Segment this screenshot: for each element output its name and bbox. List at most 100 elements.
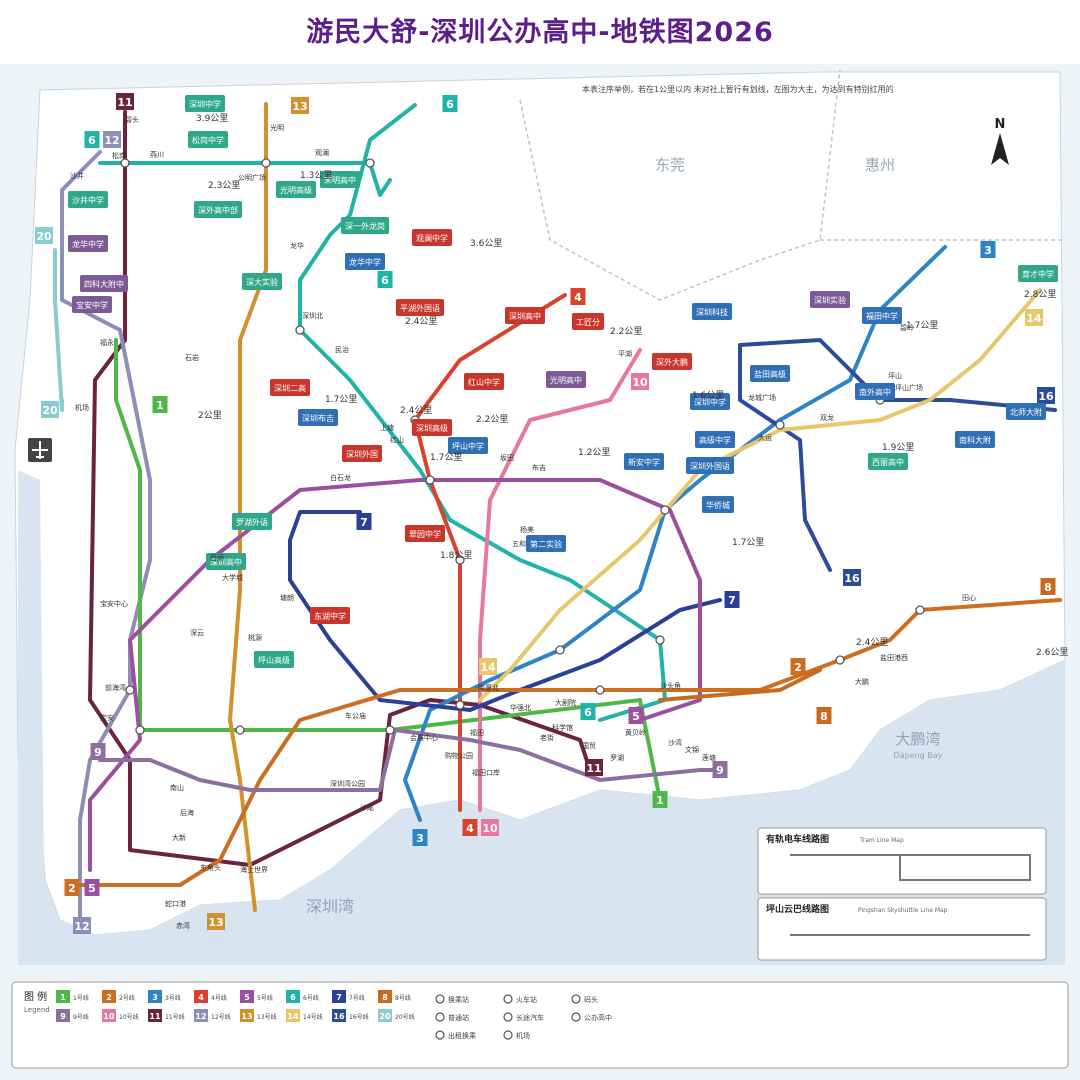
school-box[interactable]: 高级中学	[695, 431, 735, 448]
station-name[interactable]: 大运	[758, 433, 772, 442]
station-name[interactable]: 前海湾	[105, 683, 126, 692]
school-box[interactable]: 工匠分	[572, 313, 604, 330]
station-name[interactable]: 布吉	[532, 463, 546, 472]
station-name[interactable]: 华强北	[510, 703, 531, 712]
school-box[interactable]: 新安中学	[624, 453, 664, 470]
station-name[interactable]: 沙湾	[668, 738, 682, 747]
station-marker[interactable]	[365, 158, 375, 168]
station-name[interactable]: 南山	[170, 783, 184, 792]
station-name[interactable]: 老街	[540, 733, 554, 742]
station-name[interactable]: 坪山广场	[895, 383, 923, 392]
school-box[interactable]: 南外高中	[855, 383, 895, 400]
station-name[interactable]: 福田口岸	[472, 768, 500, 777]
station-marker[interactable]	[915, 605, 925, 615]
school-box[interactable]: 育才中学	[1018, 265, 1058, 282]
station-name[interactable]: 杨美	[520, 525, 534, 534]
station-name[interactable]: 石岩	[185, 353, 199, 362]
school-box[interactable]: 深圳高中	[206, 553, 246, 570]
station-marker[interactable]	[385, 725, 395, 735]
station-name[interactable]: 光明	[270, 123, 284, 132]
station-marker[interactable]	[660, 505, 670, 515]
station-marker[interactable]	[455, 555, 465, 565]
school-box[interactable]: 深外大鹏	[652, 353, 692, 370]
school-box[interactable]: 罗湖外语	[232, 513, 272, 530]
station-name[interactable]: 车公庙	[345, 711, 366, 720]
station-name[interactable]: 大新	[172, 833, 186, 842]
station-marker[interactable]	[655, 635, 665, 645]
school-box[interactable]: 坪山中学	[448, 437, 488, 454]
station-name[interactable]: 大剧院	[555, 698, 576, 707]
school-box[interactable]: 深圳二高	[270, 379, 310, 396]
station-name[interactable]: 公明广场	[238, 173, 266, 182]
school-box[interactable]: 四科大附中	[80, 275, 128, 292]
school-box[interactable]: 深圳外国语	[686, 457, 734, 474]
station-name[interactable]: 坪山	[888, 371, 902, 380]
school-box[interactable]: 深圳高中	[505, 307, 545, 324]
station-marker[interactable]	[235, 725, 245, 735]
school-box[interactable]: 红山中学	[464, 373, 504, 390]
station-name[interactable]: 机场	[75, 403, 89, 412]
station-name[interactable]: 罗湖	[610, 753, 624, 762]
station-name[interactable]: 盐田港西	[880, 653, 908, 662]
school-box[interactable]: 北师大附	[1006, 403, 1046, 420]
station-name[interactable]: 国贸	[582, 741, 596, 750]
school-box[interactable]: 深一外龙岗	[341, 217, 389, 234]
station-marker[interactable]	[595, 685, 605, 695]
station-name[interactable]: 福田	[470, 728, 484, 737]
station-name[interactable]: 深圳北	[302, 311, 323, 320]
station-name[interactable]: 民治	[335, 345, 349, 354]
station-marker[interactable]	[425, 475, 435, 485]
station-name[interactable]: 田心	[962, 594, 976, 602]
station-marker[interactable]	[125, 685, 135, 695]
station-name[interactable]: 科学馆	[552, 723, 573, 732]
school-box[interactable]: 南科大附	[955, 431, 995, 448]
station-name[interactable]: 岗厦北	[478, 684, 499, 692]
station-name[interactable]: 黄贝岭	[625, 728, 646, 737]
station-name[interactable]: 大鹏	[855, 677, 869, 686]
station-name[interactable]: 蛇口港	[165, 899, 186, 908]
station-name[interactable]: 文锦	[685, 745, 699, 754]
school-box[interactable]: 宝安中学	[72, 296, 112, 313]
station-name[interactable]: 龙城广场	[748, 393, 776, 402]
station-name[interactable]: 购物公园	[445, 751, 473, 760]
station-name[interactable]: 白石龙	[330, 473, 351, 482]
school-box[interactable]: 光明高级	[276, 181, 316, 198]
station-name[interactable]: 沙尾	[360, 804, 374, 812]
school-box[interactable]: 福田中学	[862, 307, 902, 324]
station-name[interactable]: 平湖	[618, 349, 632, 358]
station-marker[interactable]	[555, 645, 565, 655]
station-marker[interactable]	[261, 158, 271, 168]
station-name[interactable]: 赤湾	[176, 921, 190, 930]
station-name[interactable]: 沙头角	[660, 681, 681, 690]
school-box[interactable]: 宋明高中	[320, 171, 360, 188]
station-name[interactable]: 上塘	[380, 423, 394, 432]
station-name[interactable]: 沙井	[70, 171, 84, 180]
school-box[interactable]: 深圳布吉	[298, 409, 338, 426]
school-box[interactable]: 观澜中学	[412, 229, 452, 246]
station-name[interactable]: 塘朗	[280, 593, 294, 602]
station-name[interactable]: 红山	[390, 435, 404, 444]
station-marker[interactable]	[295, 325, 305, 335]
school-box[interactable]: 光明高中	[546, 371, 586, 388]
station-name[interactable]: 桃源	[248, 633, 262, 642]
school-box[interactable]: 深大实验	[242, 273, 282, 290]
station-name[interactable]: 松岗	[112, 151, 126, 160]
station-name[interactable]: 大学城	[222, 573, 243, 582]
school-box[interactable]: 西丽高中	[868, 453, 908, 470]
school-box[interactable]: 平湖外国语	[396, 299, 444, 316]
station-name[interactable]: 宝安	[100, 713, 114, 722]
station-name[interactable]: 坂田	[500, 453, 514, 462]
station-name[interactable]: 东角头	[200, 863, 221, 872]
school-box[interactable]: 深圳中学	[185, 95, 225, 112]
station-name[interactable]: 莲塘	[702, 753, 716, 762]
station-name[interactable]: 西丽	[210, 554, 224, 562]
school-box[interactable]: 深圳外国	[342, 445, 382, 462]
station-marker[interactable]	[835, 655, 845, 665]
station-name[interactable]: 燕川	[150, 150, 164, 159]
station-name[interactable]: 碧岭	[900, 323, 914, 332]
station-name[interactable]: 海上世界	[240, 865, 268, 874]
school-box[interactable]: 深圳科技	[692, 303, 732, 320]
station-name[interactable]: 观澜	[315, 148, 329, 157]
station-name[interactable]: 五和	[512, 539, 526, 548]
school-box[interactable]: 龙华中学	[68, 235, 108, 252]
